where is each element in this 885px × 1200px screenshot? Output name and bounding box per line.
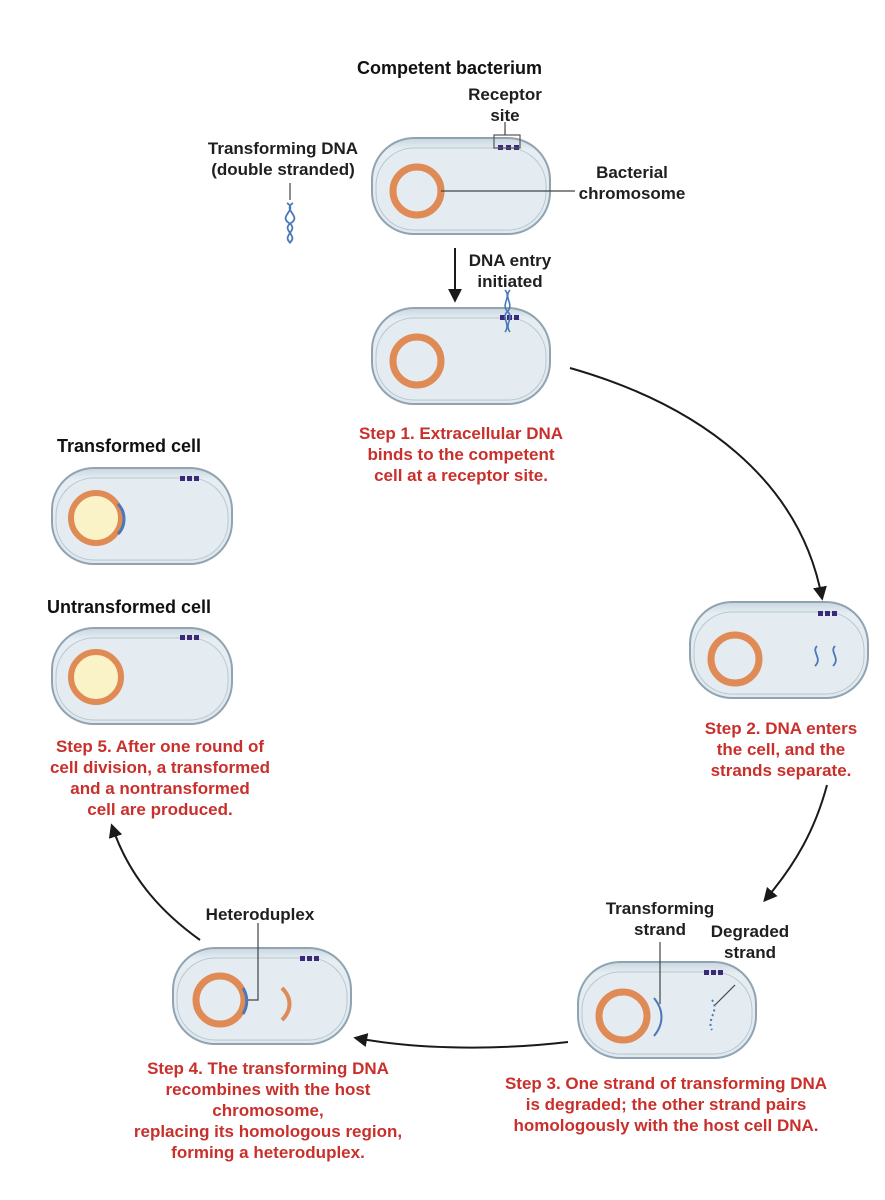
degraded-strand-dots	[709, 999, 716, 1031]
bacterial-chromosome-b	[389, 333, 445, 389]
untransformed-chromosome	[68, 649, 124, 705]
degraded-strand-leader	[714, 984, 736, 1006]
step1-caption: Step 1. Extracellular DNA binds to the c…	[358, 424, 564, 485]
step3-cell	[577, 961, 757, 1059]
bacterial-chromosome-label: Bacterial chromosome	[578, 163, 686, 203]
arrow-step1-to-step2	[569, 367, 827, 601]
transforming-dna-label: Transforming DNA (double stranded)	[207, 139, 359, 179]
transformed-cell	[51, 467, 233, 565]
receptor-site-box	[493, 134, 521, 149]
binding-dna	[504, 289, 511, 333]
transformed-cell-title: Transformed cell	[57, 436, 202, 456]
step4-caption: Step 4. The transforming DNA recombines …	[133, 1059, 403, 1162]
step2-cell	[689, 601, 869, 699]
transforming-strand-paired	[653, 997, 663, 1037]
receptor-site-c	[818, 611, 837, 616]
untransformed-cell-title: Untransformed cell	[47, 597, 212, 617]
step3-caption: Step 3. One strand of transforming DNA i…	[504, 1074, 828, 1135]
heteroduplex-label: Heteroduplex	[205, 905, 315, 924]
step4-cell	[172, 947, 352, 1045]
heteroduplex-leader	[248, 923, 259, 1001]
excised-fragment	[280, 986, 292, 1022]
dna-entry-label: DNA entry initiated	[468, 251, 552, 291]
integrated-dna	[116, 502, 126, 536]
receptor-site-label: Receptor site	[468, 85, 542, 125]
heteroduplex-region	[241, 987, 249, 1015]
transforming-dna-helix	[284, 202, 296, 244]
step5-caption: Step 5. After one round of cell division…	[49, 737, 271, 819]
bacterial-chromosome-c	[707, 631, 763, 687]
receptor-site-d	[704, 970, 723, 975]
receptor-site-e	[300, 956, 319, 961]
competent-bacterium-title: Competent bacterium	[357, 58, 543, 78]
receptor-site-g	[180, 635, 199, 640]
degraded-strand-label: Degraded strand	[710, 922, 790, 962]
arrow-step2-to-step3	[763, 784, 828, 903]
arrow-step3-to-step4	[353, 1033, 569, 1049]
competent-bacterium-cell	[371, 134, 551, 235]
transformed-chromosome	[68, 490, 124, 546]
receptor-site-f	[180, 476, 199, 481]
step2-caption: Step 2. DNA enters the cell, and the str…	[704, 719, 858, 780]
separated-strands	[814, 645, 837, 667]
arrow-step4-to-step5	[108, 823, 201, 941]
untransformed-cell	[51, 627, 233, 725]
bacterial-chromosome-d	[595, 988, 651, 1044]
step1-cell	[371, 289, 551, 405]
transforming-strand-label: Transforming strand	[605, 899, 715, 939]
bacterial-chromosome-e	[192, 972, 248, 1028]
